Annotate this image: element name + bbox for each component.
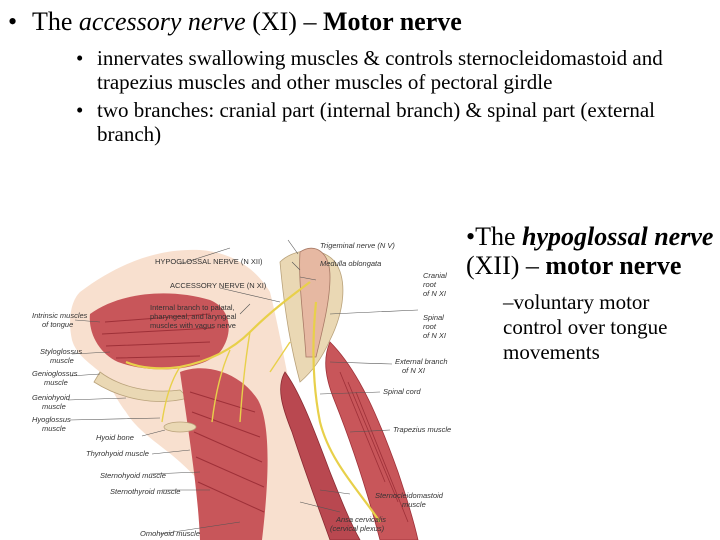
label-genioglossus-2: muscle: [44, 378, 68, 387]
label-external-1: External branch: [395, 357, 448, 366]
label-ansa-1: Ansa cervicalis: [335, 515, 386, 524]
neck-striations: [189, 391, 265, 513]
label-cranial-root-3: of N XI: [423, 289, 446, 298]
anatomy-figure: Trigeminal nerve (N V) HYPOGLOSSAL NERVE…: [32, 239, 451, 540]
label-hyoglossus-1: Hyoglossus: [32, 415, 71, 424]
label-internal-1: Internal branch to palatal,: [150, 303, 235, 312]
label-spinal-root-3: of N XI: [423, 331, 446, 340]
hypoglossal-type: motor nerve: [545, 251, 682, 280]
sub-item-text: innervates swallowing muscles & controls…: [97, 46, 663, 94]
label-intrinsic-2: of tongue: [42, 320, 73, 329]
label-trigeminal: Trigeminal nerve (N V): [320, 241, 395, 250]
label-genioglossus-1: Genioglossus: [32, 369, 78, 378]
label-styloglossus-2: muscle: [50, 356, 74, 365]
label-geniohyoid-1: Geniohyoid: [32, 393, 71, 402]
sub-list: • innervates swallowing muscles & contro…: [76, 46, 706, 150]
brainstem: [299, 247, 331, 358]
label-cranial-root-1: Cranial: [423, 271, 447, 280]
label-hypoglossal: HYPOGLOSSAL NERVE (N XII): [155, 257, 263, 266]
label-ansa-2: (cervical plexus): [330, 524, 385, 533]
label-scm-1: Sternocleidomastoid: [375, 491, 444, 500]
neck-muscles: [180, 368, 268, 540]
label-styloglossus-1: Styloglossus: [40, 347, 82, 356]
main-nerve-type: Motor nerve: [322, 7, 462, 36]
label-intrinsic-1: Intrinsic muscles: [32, 311, 88, 320]
trapezius-striations: [339, 371, 409, 523]
label-omohyoid: Omohyoid muscle: [140, 529, 200, 538]
bullet-glyph: •: [8, 7, 18, 36]
main-nerve-name: accessory nerve: [78, 7, 246, 36]
label-spinal-root-1: Spinal: [423, 313, 444, 322]
label-internal-2: pharyngeal, and laryngeal: [150, 312, 237, 321]
hypoglossal-heading: •The hypoglossal nerve (XII) – motor ner…: [466, 222, 716, 280]
hypoglossal-name: hypoglossal nerve: [522, 222, 714, 251]
label-thyrohyoid: Thyrohyoid muscle: [86, 449, 149, 458]
label-geniohyoid-2: muscle: [42, 402, 66, 411]
label-sternohyoid: Sternohyoid muscle: [100, 471, 166, 480]
main-bullet: • The accessory nerve (XI) – Motor nerve: [8, 6, 462, 38]
label-medulla: Medulla oblongata: [320, 259, 381, 268]
sub-item-text: two branches: cranial part (internal bra…: [97, 98, 656, 146]
accessory-nerve: [312, 301, 381, 523]
sternocleidomastoid-muscle: [280, 371, 361, 540]
main-prefix: The: [32, 7, 79, 36]
label-spinal-cord: Spinal cord: [383, 387, 421, 396]
label-hyoid: Hyoid bone: [96, 433, 134, 442]
label-spinal-root-2: root: [423, 322, 437, 331]
hypoglossal-bullet: •: [466, 222, 476, 251]
sub-item-1: • innervates swallowing muscles & contro…: [76, 46, 706, 94]
label-hyoglossus-2: muscle: [42, 424, 66, 433]
label-trapezius: Trapezius muscle: [393, 425, 451, 434]
hypoglossal-number: (XII) –: [466, 251, 546, 280]
hypoglossal-block: •The hypoglossal nerve (XII) – motor ner…: [466, 222, 716, 365]
sub-bullet-glyph: •: [76, 98, 84, 122]
main-nerve-number: (XI) –: [245, 7, 323, 36]
hypoglossal-description: –voluntary motor control over tongue mov…: [503, 290, 668, 364]
nerve-branches: [161, 331, 291, 423]
tongue-striations: [101, 313, 215, 359]
label-external-2: of N XI: [402, 366, 425, 375]
label-sternothyroid: Sternothyroid muscle: [110, 487, 180, 496]
label-scm-2: muscle: [402, 500, 426, 509]
hypoglossal-nerve: [125, 281, 311, 370]
label-cranial-root-2: root: [423, 280, 437, 289]
leader-lines: [67, 239, 419, 535]
trapezius-muscle: [325, 341, 419, 540]
hypoglossal-prefix: The: [475, 222, 523, 251]
hyoid-bone: [163, 421, 197, 433]
label-internal-3: muscles with vagus nerve: [150, 321, 236, 330]
sub-bullet-glyph: •: [76, 46, 84, 70]
label-accessory: ACCESSORY NERVE (N XI): [170, 281, 267, 290]
sub-item-2: • two branches: cranial part (internal b…: [76, 98, 706, 146]
